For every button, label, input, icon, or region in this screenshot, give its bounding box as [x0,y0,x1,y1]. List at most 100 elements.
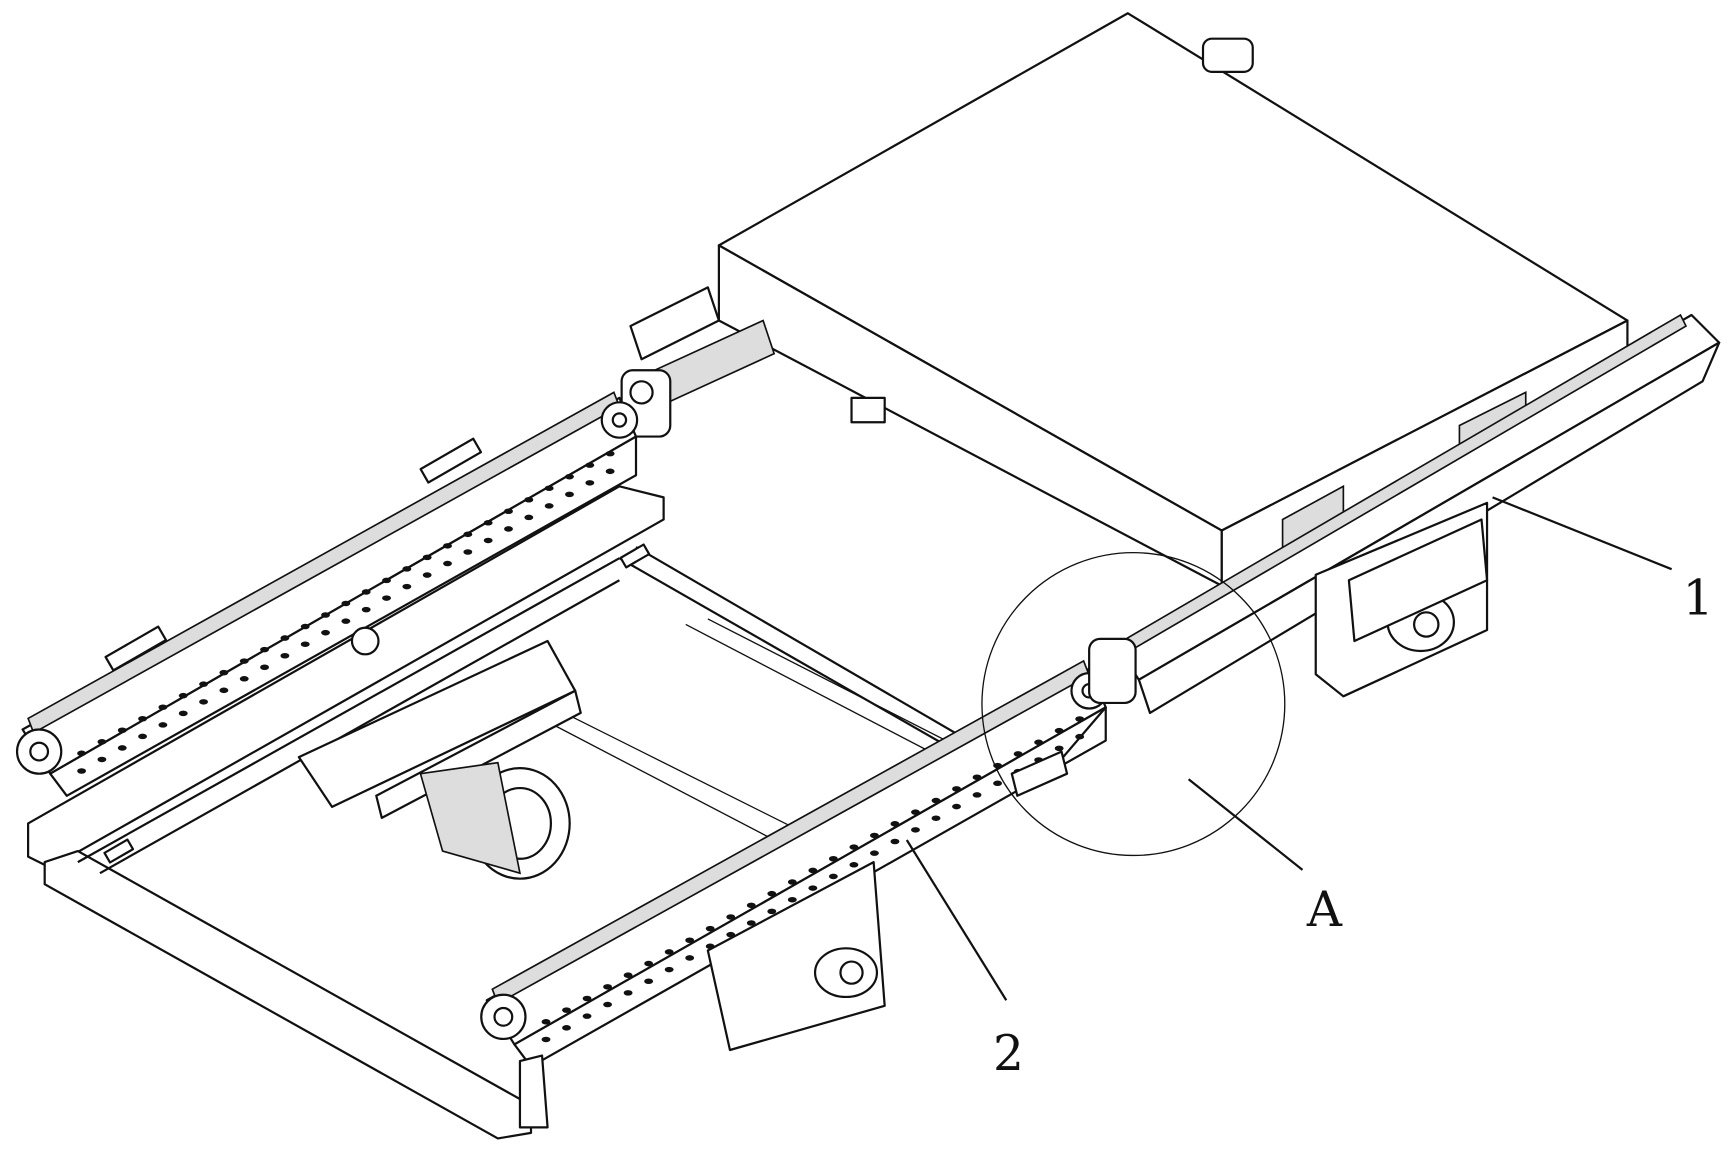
beam-slot-hole [240,658,249,664]
beam-slot-hole [870,833,879,839]
beam-slot-hole [158,722,167,728]
beam-slot-hole [542,1037,551,1043]
beam-slot-hole [665,949,674,955]
beam-slot-hole [545,485,554,491]
beam-slot-hole [562,1007,571,1013]
beam-slot-hole [788,897,797,903]
beam-slot-hole [808,868,817,874]
beam-slot-hole [524,497,533,503]
beam-slot-hole [603,984,612,990]
beam-slot-hole [463,532,472,538]
beam-slot-hole [362,589,371,595]
beam-slot-hole [382,578,391,584]
beam-slot-hole [911,827,920,833]
beam-slot-hole [1034,740,1043,746]
beam-slot-hole [260,665,269,671]
beam-slot-hole [321,630,330,636]
beam-slot-hole [932,815,941,821]
beam-slot-hole [260,647,269,653]
beam-slot-hole [179,711,188,717]
beam-slot-hole [685,955,694,961]
beam-slot-hole [1014,751,1023,757]
beam-slot-hole [606,469,615,475]
beam-slot-hole [829,856,838,862]
label-detail-a: A [1306,882,1343,938]
beam-slot-hole [603,1002,612,1008]
beam-slot-hole [993,781,1002,787]
beam-slot-hole [118,728,127,734]
beam-slot-hole [280,653,289,659]
beam-slot-hole [179,693,188,699]
beam-slot-hole [118,745,127,751]
beam-slot-hole [788,879,797,885]
beam-slot-hole [423,555,432,561]
beam-slot-hole [301,624,310,630]
beam-slot-hole [644,961,653,967]
beam-slot-hole [565,474,574,480]
beam-slot-hole [624,990,633,996]
beam-slot-hole [562,1025,571,1031]
beam-slot-hole [829,874,838,880]
beam-slot-hole [891,821,900,827]
beam-slot-hole [77,768,86,774]
beam-slot-hole [973,774,982,780]
beam-slot-hole [1055,728,1064,734]
beam-slot-hole [423,572,432,578]
beam-slot-hole [870,850,879,856]
label-part-1: 1 [1683,571,1714,627]
beam-slot-hole [849,862,858,868]
left-conveyor-beam [17,392,637,795]
beam-slot-hole [77,751,86,757]
beam-slot-hole [583,996,592,1002]
beam-slot-hole [952,804,961,810]
beam-slot-hole [219,670,228,676]
beam-slot-hole [767,909,776,915]
beam-slot-hole [341,601,350,607]
beam-slot-hole [808,885,817,891]
beam-slot-hole [685,938,694,944]
beam-slot-hole [1055,746,1064,752]
beam-slot-hole [443,543,452,549]
beam-slot-hole [849,844,858,850]
beam-slot-hole [138,734,147,740]
label-part-2: 2 [993,1026,1024,1082]
beam-slot-hole [98,757,107,763]
beam-slot-hole [1075,716,1084,722]
leader-line-2 [907,840,1006,1000]
beam-slot-hole [382,595,391,601]
beam-slot-hole [98,739,107,745]
beam-slot-hole [973,792,982,798]
beam-slot-hole [219,688,228,694]
beam-slot-hole [606,451,615,457]
beam-slot-hole [545,503,554,509]
beam-slot-hole [463,549,472,555]
beam-slot-hole [624,972,633,978]
beam-slot-hole [504,526,513,532]
beam-slot-hole [199,699,208,705]
beam-slot-hole [583,1013,592,1019]
beam-slot-hole [341,618,350,624]
beam-slot-hole [644,978,653,984]
beam-slot-hole [484,520,493,526]
beam-slot-hole [138,716,147,722]
beam-slot-hole [932,798,941,804]
beam-slot-hole [199,681,208,687]
beam-slot-hole [402,566,411,572]
beam-slot-hole [665,967,674,973]
beam-slot-hole [542,1019,551,1025]
beam-slot-hole [767,891,776,897]
beam-slot-hole [240,676,249,682]
beam-slot-hole [747,903,756,909]
leader-line-a [1189,779,1303,870]
beam-slot-hole [706,926,715,932]
beam-slot-hole [726,914,735,920]
beam-slot-hole [911,809,920,815]
beam-slot-hole [362,607,371,613]
beam-slot-hole [952,786,961,792]
beam-slot-hole [565,492,574,498]
beam-slot-hole [443,561,452,567]
beam-slot-hole [484,538,493,544]
beam-slot-hole [504,509,513,515]
